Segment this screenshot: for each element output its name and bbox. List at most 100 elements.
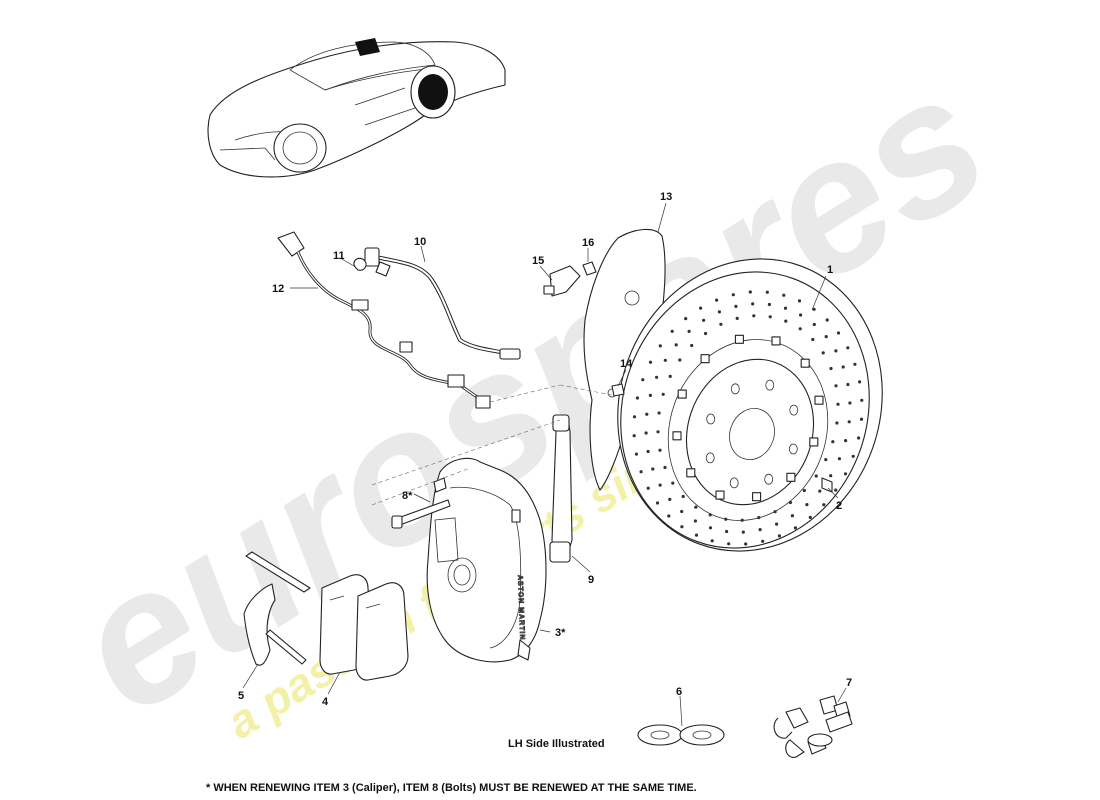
drill-hole [680,525,684,529]
callout-16: 16 [582,237,594,249]
drill-hole [668,374,672,378]
callout-7: 7 [846,677,852,689]
drill-hole [725,529,729,534]
drill-hole [646,449,650,454]
hub-bolt [752,492,762,502]
drill-hole [641,378,645,382]
drill-hole [735,316,739,320]
callout-12: 12 [272,283,284,295]
sensor-bolt [582,261,597,276]
drill-hole [758,528,762,532]
drill-hole [860,398,864,402]
drill-hole [765,290,769,294]
drill-hole [708,513,712,517]
drill-hole [648,393,653,397]
clip [353,257,367,271]
hub-bolt [771,336,781,346]
drill-hole [657,411,661,415]
callout-10: 10 [414,236,426,248]
drill-hole [658,344,662,348]
hub-bolt [715,490,725,500]
callout-9: 9 [588,574,594,586]
washers [637,724,725,746]
drill-hole [775,522,779,526]
callout-14: 14 [620,358,633,370]
drill-hole [783,306,788,310]
drill-hole [727,542,731,546]
drill-hole [678,358,682,362]
drill-hole [797,299,802,303]
drill-hole [667,514,671,518]
bleed-screws [773,695,853,758]
link-rod [549,414,573,563]
callout-11: 11 [333,250,345,262]
drill-hole [805,503,809,507]
drill-hole [761,539,765,543]
drill-hole [632,434,636,438]
drill-hole [694,505,698,509]
hub-hole [705,452,715,464]
side-note: LH Side Illustrated [508,738,605,750]
drill-hole [734,304,738,308]
drill-hole [663,465,667,470]
drill-hole [658,448,662,452]
drill-hole [674,343,678,347]
drill-hole [843,472,848,476]
drill-hole [687,329,691,333]
drill-hole [632,415,637,419]
drill-hole [731,293,735,297]
drill-hole [836,331,841,335]
drill-hole [710,539,714,543]
drill-hole [744,542,748,546]
brake-disc [617,258,883,552]
callout-2: 2 [836,500,842,512]
drill-hole [790,514,795,518]
caliper-brand-text: ASTON MARTIN [516,575,525,641]
drill-hole [768,315,772,319]
drill-hole [748,290,752,294]
drill-hole [740,518,744,522]
drill-hole [821,351,825,355]
callout-3: 3* [555,627,566,639]
drill-hole [645,412,649,416]
drill-hole [799,313,803,317]
callout-5: 5 [238,690,244,702]
drill-hole [858,380,862,384]
drill-hole [670,329,674,333]
drill-hole [699,306,703,310]
callout-13: 13 [660,191,672,203]
car-thumbnail [207,38,506,178]
callouts: 1 2 3* 4 5 6 7 8* 9 10 11 12 13 14 15 16 [238,191,852,708]
drill-hole [811,337,815,342]
drill-hole [798,327,802,331]
hub-bolt [686,468,696,478]
drill-hole [635,396,640,400]
drill-hole [853,362,857,366]
drill-hole [702,318,706,322]
drill-hole [715,298,719,302]
brake-caliper: ASTON MARTIN [426,457,547,663]
drill-hole [844,439,848,443]
drill-hole [834,349,838,353]
hub-bolt [786,472,796,482]
drill-hole [639,470,643,474]
drill-hole [651,467,655,471]
drill-hole [684,317,688,321]
drill-hole [693,519,698,523]
footnote: * WHEN RENEWING ITEM 3 (Caliper), ITEM 8… [206,782,697,794]
drill-hole [655,501,660,505]
drill-hole [824,458,828,462]
drill-hole [658,483,662,487]
drill-hole [655,375,659,379]
drill-hole [848,401,852,405]
drill-hole [834,488,838,492]
drill-hole [788,500,793,505]
hub-hole [764,473,774,485]
hub-bolt [677,389,687,399]
caliper-bolts [391,477,451,529]
drill-hole [859,417,864,421]
drill-hole [824,335,828,339]
drill-hole [634,452,639,456]
sensor-harness [277,231,491,409]
